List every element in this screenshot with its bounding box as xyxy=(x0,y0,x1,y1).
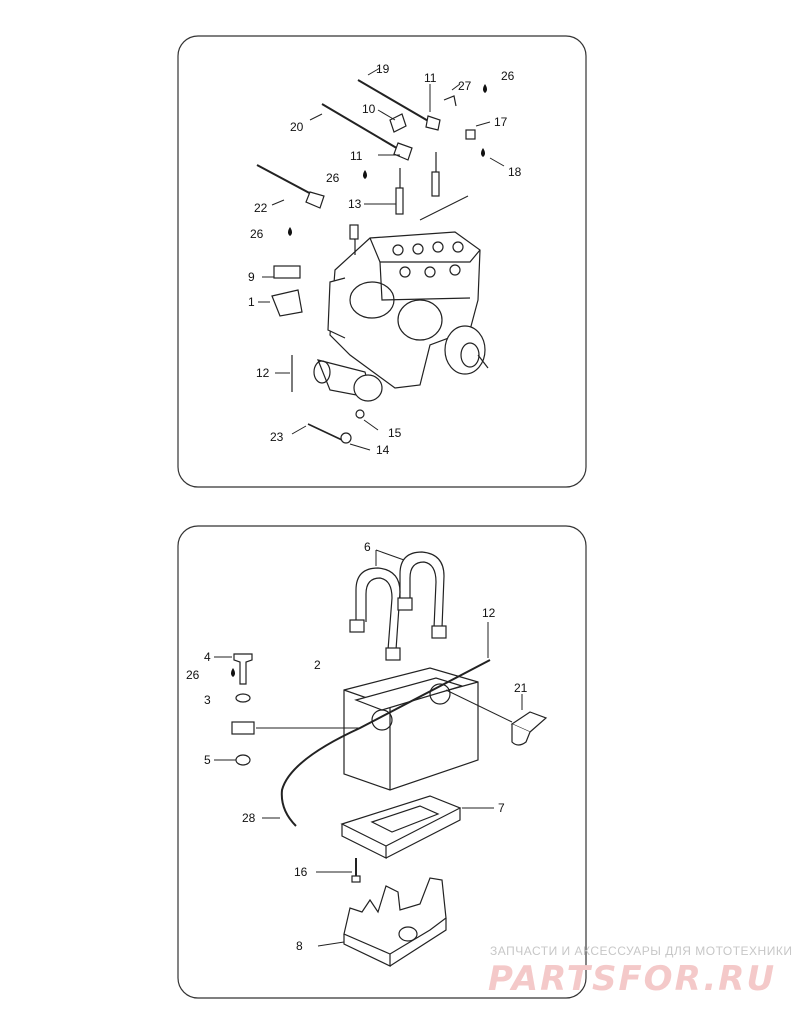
callout-5: 5 xyxy=(204,753,211,767)
callout-1: 1 xyxy=(248,295,255,309)
callout-18: 18 xyxy=(508,165,522,179)
callout-27: 27 xyxy=(458,79,472,93)
diagram-panel-battery: 6 12 4 2 26 21 3 5 28 7 16 8 xyxy=(177,525,587,999)
callout-11b: 11 xyxy=(350,149,363,163)
callout-14: 14 xyxy=(376,443,390,457)
callout-26: 26 xyxy=(501,69,515,83)
wire-19 xyxy=(357,79,441,131)
wire-20 xyxy=(321,103,413,161)
callout-6: 6 xyxy=(364,540,371,554)
callout-21: 21 xyxy=(514,681,528,695)
callout-20: 20 xyxy=(290,120,304,134)
battery-2 xyxy=(343,667,479,791)
drop-icon-26 xyxy=(363,170,367,179)
battery-tray-7 xyxy=(340,795,494,859)
battery-cable-12-28 xyxy=(280,659,491,827)
leader-lines xyxy=(258,67,505,451)
callout-28: 28 xyxy=(242,811,256,825)
terminal-cover-21 xyxy=(445,689,548,746)
battery-strap-6 xyxy=(349,549,447,661)
terminal-14 xyxy=(340,432,352,444)
battery-holder-8 xyxy=(317,877,447,967)
bolt-16 xyxy=(316,858,361,883)
spark-cap-10 xyxy=(389,113,407,133)
callout-9: 9 xyxy=(248,270,255,284)
callout-labels: 6 12 4 2 26 21 3 5 28 7 16 8 xyxy=(186,540,528,953)
callout-2: 2 xyxy=(314,658,321,672)
engine-block xyxy=(327,224,489,389)
callout-23: 23 xyxy=(270,430,284,444)
drop-icon-18 xyxy=(481,148,485,157)
callout-15: 15 xyxy=(388,426,402,440)
callout-3: 3 xyxy=(204,693,211,707)
starter-motor-12 xyxy=(291,355,383,402)
callout-7: 7 xyxy=(498,801,505,815)
callout-12: 12 xyxy=(482,606,496,620)
callout-16: 16 xyxy=(294,865,308,879)
callout-26: 26 xyxy=(186,668,200,682)
callout-4: 4 xyxy=(204,650,211,664)
hardware-stack xyxy=(214,653,360,766)
callout-26c: 26 xyxy=(250,227,264,241)
callout-10: 10 xyxy=(362,102,376,116)
panel-frame xyxy=(177,525,587,999)
nut-17 xyxy=(465,129,476,140)
drop-icon-26 xyxy=(288,227,292,236)
washer-15 xyxy=(355,409,365,419)
watermark-logo: PARTSFOR.RU xyxy=(488,959,776,999)
callout-22: 22 xyxy=(254,201,268,215)
callout-26b: 26 xyxy=(326,171,340,185)
wire-22 xyxy=(256,164,325,209)
drop-icon-26 xyxy=(231,668,235,677)
callout-13: 13 xyxy=(348,197,362,211)
drop-icon-26 xyxy=(483,84,487,93)
diagram-panel-engine: 19 11 27 26 10 17 20 11 26 18 13 22 26 9… xyxy=(177,35,587,488)
callout-19: 19 xyxy=(376,62,390,76)
panel-frame xyxy=(177,35,587,488)
callout-labels: 19 11 27 26 10 17 20 11 26 18 13 22 26 9… xyxy=(248,62,522,457)
callout-17: 17 xyxy=(494,115,508,129)
part-9 xyxy=(273,265,301,279)
watermark-caption: ЗАПЧАСТИ И АКСЕССУАРЫ ДЛЯ МОТОТЕХНИКИ xyxy=(490,944,792,958)
part-1 xyxy=(271,289,303,317)
callout-11: 11 xyxy=(424,71,437,85)
elbow-27 xyxy=(443,95,457,107)
callout-12: 12 xyxy=(256,366,270,380)
callout-8: 8 xyxy=(296,939,303,953)
spark-plug-13 xyxy=(395,152,440,215)
cable-23 xyxy=(307,423,343,441)
watermark: ЗАПЧАСТИ И АКСЕССУАРЫ ДЛЯ МОТОТЕХНИКИ PA… xyxy=(488,944,792,999)
